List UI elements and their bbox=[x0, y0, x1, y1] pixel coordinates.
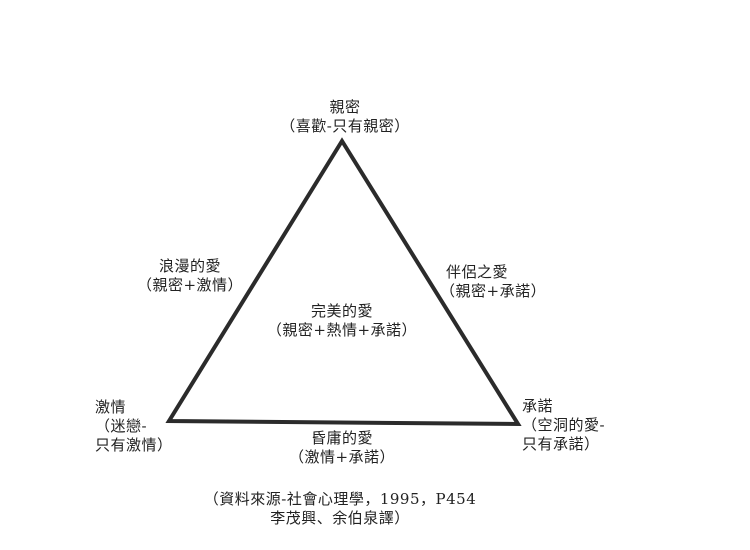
love-triangle bbox=[165, 137, 522, 427]
vertex-commitment-subtitle-line1: （空洞的愛- bbox=[522, 416, 606, 434]
vertex-passion-subtitle-line2: 只有激情） bbox=[95, 436, 173, 454]
vertex-intimacy: 親密 （喜歡-只有親密） bbox=[245, 98, 445, 136]
edge-companionate-love-title: 伴侶之愛 bbox=[446, 263, 509, 281]
vertex-intimacy-title: 親密 bbox=[329, 98, 361, 116]
edge-romantic-love: 浪漫的愛 （親密+激情） bbox=[120, 257, 260, 295]
center-consummate-love-title: 完美的愛 bbox=[310, 302, 373, 320]
edge-romantic-love-title: 浪漫的愛 bbox=[158, 257, 221, 275]
vertex-passion-title: 激情 bbox=[95, 398, 127, 416]
source-citation: （資料來源-社會心理學，1995，P454 李茂興、余伯泉譯） bbox=[150, 490, 530, 528]
vertex-commitment-title: 承諾 bbox=[522, 397, 554, 415]
source-citation-line1: （資料來源-社會心理學，1995，P454 bbox=[203, 490, 477, 508]
vertex-commitment: 承諾 （空洞的愛- 只有承諾） bbox=[522, 397, 605, 454]
vertex-passion: 激情 （迷戀- 只有激情） bbox=[95, 398, 173, 455]
center-consummate-love: 完美的愛 （親密+熱情+承諾） bbox=[242, 302, 442, 340]
vertex-intimacy-subtitle: （喜歡-只有親密） bbox=[280, 117, 410, 135]
vertex-passion-subtitle-line1: （迷戀- bbox=[95, 417, 148, 435]
edge-romantic-love-subtitle: （親密+激情） bbox=[136, 276, 244, 294]
edge-fatuous-love-subtitle: （激情+承諾） bbox=[288, 448, 396, 466]
edge-companionate-love: 伴侶之愛 （親密+承諾） bbox=[440, 263, 570, 301]
edge-fatuous-love-title: 昏庸的愛 bbox=[310, 429, 373, 447]
edge-companionate-love-subtitle: （親密+承諾） bbox=[440, 282, 547, 300]
center-consummate-love-subtitle: （親密+熱情+承諾） bbox=[266, 321, 418, 339]
vertex-commitment-subtitle-line2: 只有承諾） bbox=[522, 435, 600, 453]
source-citation-line2: 李茂興、余伯泉譯） bbox=[270, 509, 410, 527]
edge-fatuous-love: 昏庸的愛 （激情+承諾） bbox=[262, 429, 422, 467]
